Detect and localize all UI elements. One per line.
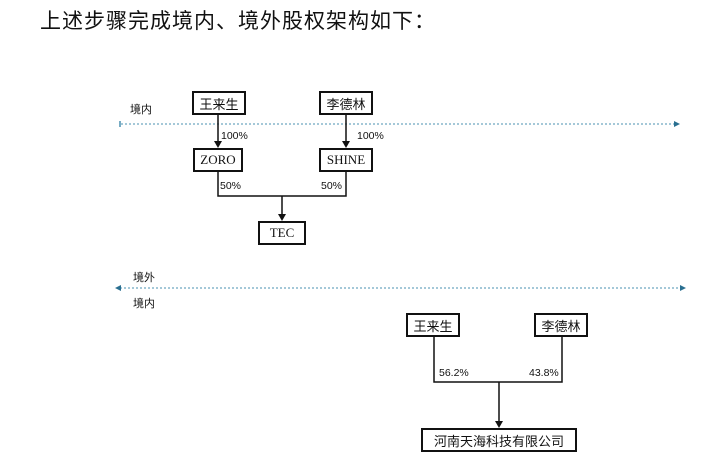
target-box-henan-tianhai: 河南天海科技有限公司 [421,428,577,452]
zone-label-offshore: 境外 [133,271,155,284]
shareholder-box-li: 李德林 [534,313,588,337]
target-box-tec: TEC [258,221,306,245]
ownership-label: 100% [357,130,384,142]
ownership-label: 56.2% [439,367,469,379]
entity-box-shine: SHINE [319,148,373,172]
zone-label-domestic: 境内 [133,297,155,310]
border-divider-1 [119,121,680,127]
shareholder-box-wang: 王来生 [406,313,460,337]
border-divider-2 [115,285,686,291]
shareholder-box-li: 李德林 [319,91,373,115]
ownership-label: 50% [321,180,343,192]
entity-box-zoro: ZORO [193,148,243,172]
ownership-label: 43.8% [529,367,559,379]
ownership-label: 50% [220,180,242,192]
zone-label-domestic: 境内 [130,103,152,116]
ownership-label: 100% [221,130,248,142]
shareholder-box-wang: 王来生 [192,91,246,115]
page-title: 上述步骤完成境内、境外股权架构如下： [40,9,436,33]
